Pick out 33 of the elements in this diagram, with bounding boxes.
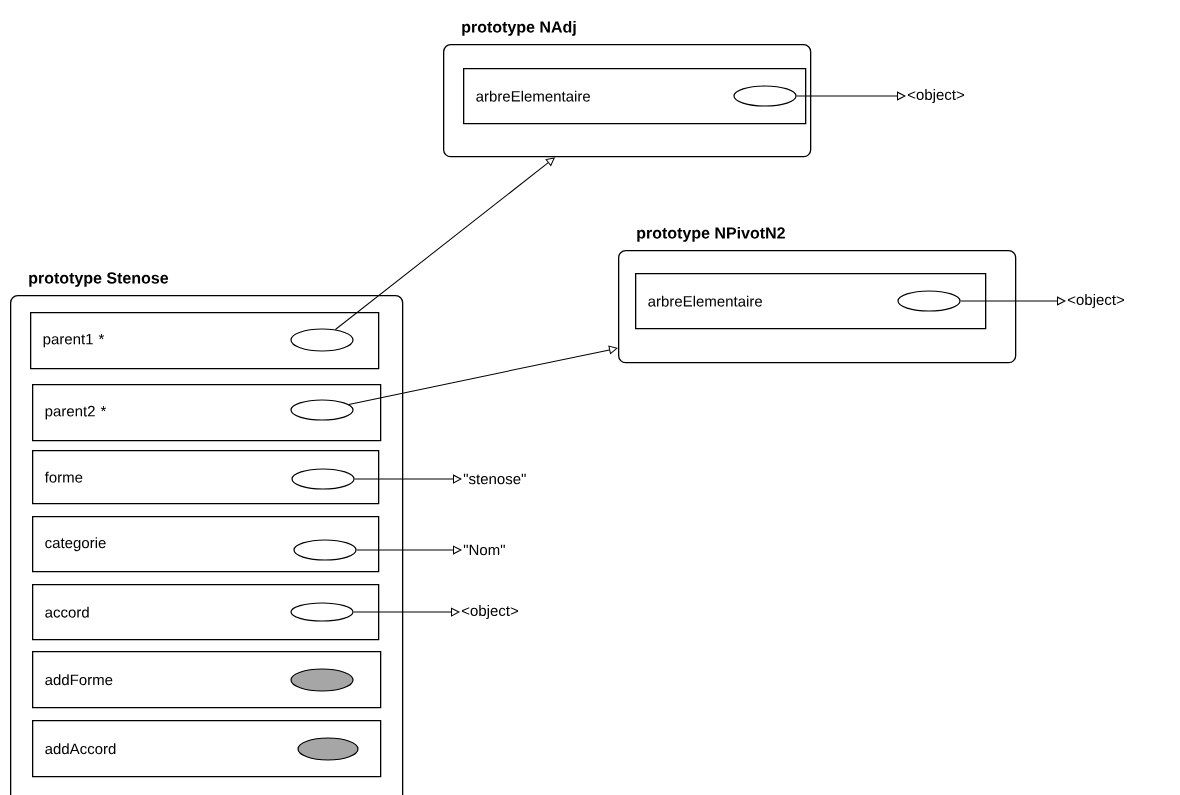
value-text: <object> <box>1067 294 1124 308</box>
arrow <box>354 474 462 484</box>
slot-box: addForme <box>32 651 382 709</box>
slot-box: forme <box>32 450 380 505</box>
arrow <box>356 545 462 555</box>
arrow <box>960 296 1066 306</box>
slot-ellipse <box>290 668 354 692</box>
value-text: "Nom" <box>463 544 505 556</box>
node-label: prototype NPivotN2 <box>637 226 785 242</box>
arrow <box>348 345 618 405</box>
slot-box: arbreElementaire <box>635 273 987 330</box>
slot-ellipse <box>297 737 359 761</box>
slot-ellipse <box>897 290 961 312</box>
slot-ellipse <box>733 85 797 107</box>
slot-box: parent1 * <box>30 312 380 370</box>
value-text: <object> <box>907 89 964 103</box>
slot-box: addAccord <box>32 720 382 778</box>
slot-box: categorie <box>32 516 380 573</box>
arrow <box>353 607 460 617</box>
value-text: "stenose" <box>463 473 526 485</box>
node-label: prototype Stenose <box>29 272 169 287</box>
slot-box: accord <box>32 584 380 641</box>
slot-ellipse <box>291 468 355 490</box>
slot-ellipse <box>290 602 354 622</box>
slot-box: parent2 * <box>32 384 382 442</box>
slot-box: arbreElementaire <box>463 68 807 125</box>
arrow <box>334 157 555 330</box>
slot-ellipse <box>293 539 357 561</box>
slot-ellipse <box>290 399 354 421</box>
node-label: prototype NAdj <box>462 20 576 36</box>
slot-ellipse <box>290 328 354 352</box>
value-text: <object> <box>461 605 518 619</box>
arrow <box>796 91 906 101</box>
